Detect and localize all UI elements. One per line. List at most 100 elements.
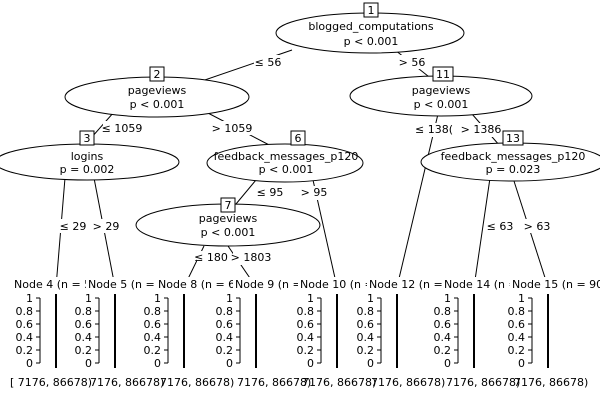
y-tick-label: 0.6 [508,318,526,331]
y-tick-label: 0.8 [216,305,234,318]
split-label: > 95 [301,186,328,199]
y-tick-label: 0 [307,357,314,370]
y-tick-label: 0.8 [508,305,526,318]
y-tick-label: 0 [226,357,233,370]
split-label: ≤ 95 [257,186,284,199]
y-tick-label: 0.2 [216,344,234,357]
node-variable: feedback_messages_p120 [214,150,359,163]
edge-11-12 [396,113,439,288]
y-tick-label: 1 [518,292,525,305]
split-label: > 56 [399,56,426,69]
y-tick-label: 0.2 [144,344,162,357]
y-tick-label: 0.6 [216,318,234,331]
y-tick-label: 1 [307,292,314,305]
node-pvalue: p < 0.001 [344,35,399,48]
inner-node-3: 3 logins p = 0.002 [0,130,180,181]
y-tick-label: 0.8 [144,305,162,318]
split-label: > 29 [93,220,120,233]
y-tick-label: 0.8 [297,305,315,318]
terminal-title: Node 10 (n = [300,278,374,291]
y-tick-label: 0.4 [216,331,234,344]
x-interval-label: [ 7176, 86678) [10,376,92,389]
node-id: 1 [368,4,375,17]
y-tick-label: 0.2 [434,344,452,357]
node-pvalue: p < 0.001 [259,163,314,176]
y-tick-label: 0.4 [144,331,162,344]
node-id: 7 [225,199,232,212]
inner-node-13: 13 feedback_messages_p120 p = 0.023 [420,130,600,182]
x-interval-label: 7176, 86678) [514,376,588,389]
node-variable: logins [71,150,104,163]
y-tick-label: 1 [154,292,161,305]
inner-node-11: 11 pageviews p < 0.001 [349,66,533,117]
inner-node-7: 7 pageviews p < 0.001 [135,197,321,247]
node-pvalue: p < 0.001 [201,226,256,239]
terminal-title: Node 14 (n = [444,278,518,291]
split-label: ≤ 138( [415,123,453,136]
y-tick-label: 0.4 [297,331,315,344]
y-tick-label: 0 [154,357,161,370]
x-interval-label: 7176, 86678) [446,376,520,389]
y-tick-label: 0.2 [297,344,315,357]
terminal-title: Node 4 (n = 5 [14,278,91,291]
y-tick-label: 0 [26,357,33,370]
split-label: ≤ 56 [255,56,282,69]
y-tick-label: 1 [26,292,33,305]
y-tick-label: 0.2 [75,344,93,357]
y-tick-label: 0.2 [508,344,526,357]
terminal-node-4: Node 4 (n = 510.80.60.40.20[ 7176, 86678… [10,277,92,389]
node-pvalue: p < 0.001 [414,98,469,111]
x-interval-label: 7176, 86678) [302,376,376,389]
y-tick-label: 0 [85,357,92,370]
split-label: > 1059 [212,122,253,135]
y-tick-label: 0.2 [16,344,34,357]
terminal-title: Node 12 (n = [369,278,443,291]
y-tick-label: 0.4 [434,331,452,344]
y-tick-label: 0.4 [75,331,93,344]
y-tick-label: 0 [444,357,451,370]
y-tick-label: 1 [444,292,451,305]
node-id: 2 [154,68,161,81]
y-tick-label: 0.2 [357,344,375,357]
node-variable: feedback_messages_p120 [441,150,586,163]
node-id: 13 [506,132,520,145]
node-variable: pageviews [128,84,187,97]
y-tick-label: 1 [367,292,374,305]
node-variable: pageviews [199,212,258,225]
node-id: 11 [436,68,450,81]
split-label: ≤ 1059 [102,122,143,135]
y-tick-label: 0.8 [75,305,93,318]
inner-node-6: 6 feedback_messages_p120 p < 0.001 [206,130,364,183]
terminal-title: Node 15 (n = 90) [512,278,600,291]
edge-13-14 [473,177,491,288]
inner-node-1: 1 blogged_computations p < 0.001 [275,2,465,54]
split-label: > 1803 [231,251,272,264]
x-interval-label: 7176, 86678) [160,376,234,389]
split-label: ≤ 29 [60,220,87,233]
y-tick-label: 0.6 [357,318,375,331]
node-pvalue: p = 0.002 [60,163,115,176]
y-tick-label: 0.4 [508,331,526,344]
node-id: 6 [295,132,302,145]
y-tick-label: 0.8 [16,305,34,318]
split-label: > 63 [524,220,551,233]
inner-node-2: 2 pageviews p < 0.001 [64,66,250,118]
y-tick-label: 0.6 [16,318,34,331]
x-interval-label: 7176, 86678) [371,376,445,389]
node-pvalue: p < 0.001 [130,98,185,111]
terminal-title: Node 8 (n = 6 [158,278,235,291]
terminal-nodes: Node 4 (n = 510.80.60.40.20[ 7176, 86678… [10,277,600,389]
terminal-title: Node 5 (n = 4 [88,278,165,291]
y-tick-label: 0 [367,357,374,370]
split-label: ≤ 180 [194,251,228,264]
node-variable: blogged_computations [308,20,434,33]
x-interval-label: 7176, 86678) [90,376,164,389]
x-interval-label: 7176, 86678) [237,376,311,389]
y-tick-label: 1 [85,292,92,305]
